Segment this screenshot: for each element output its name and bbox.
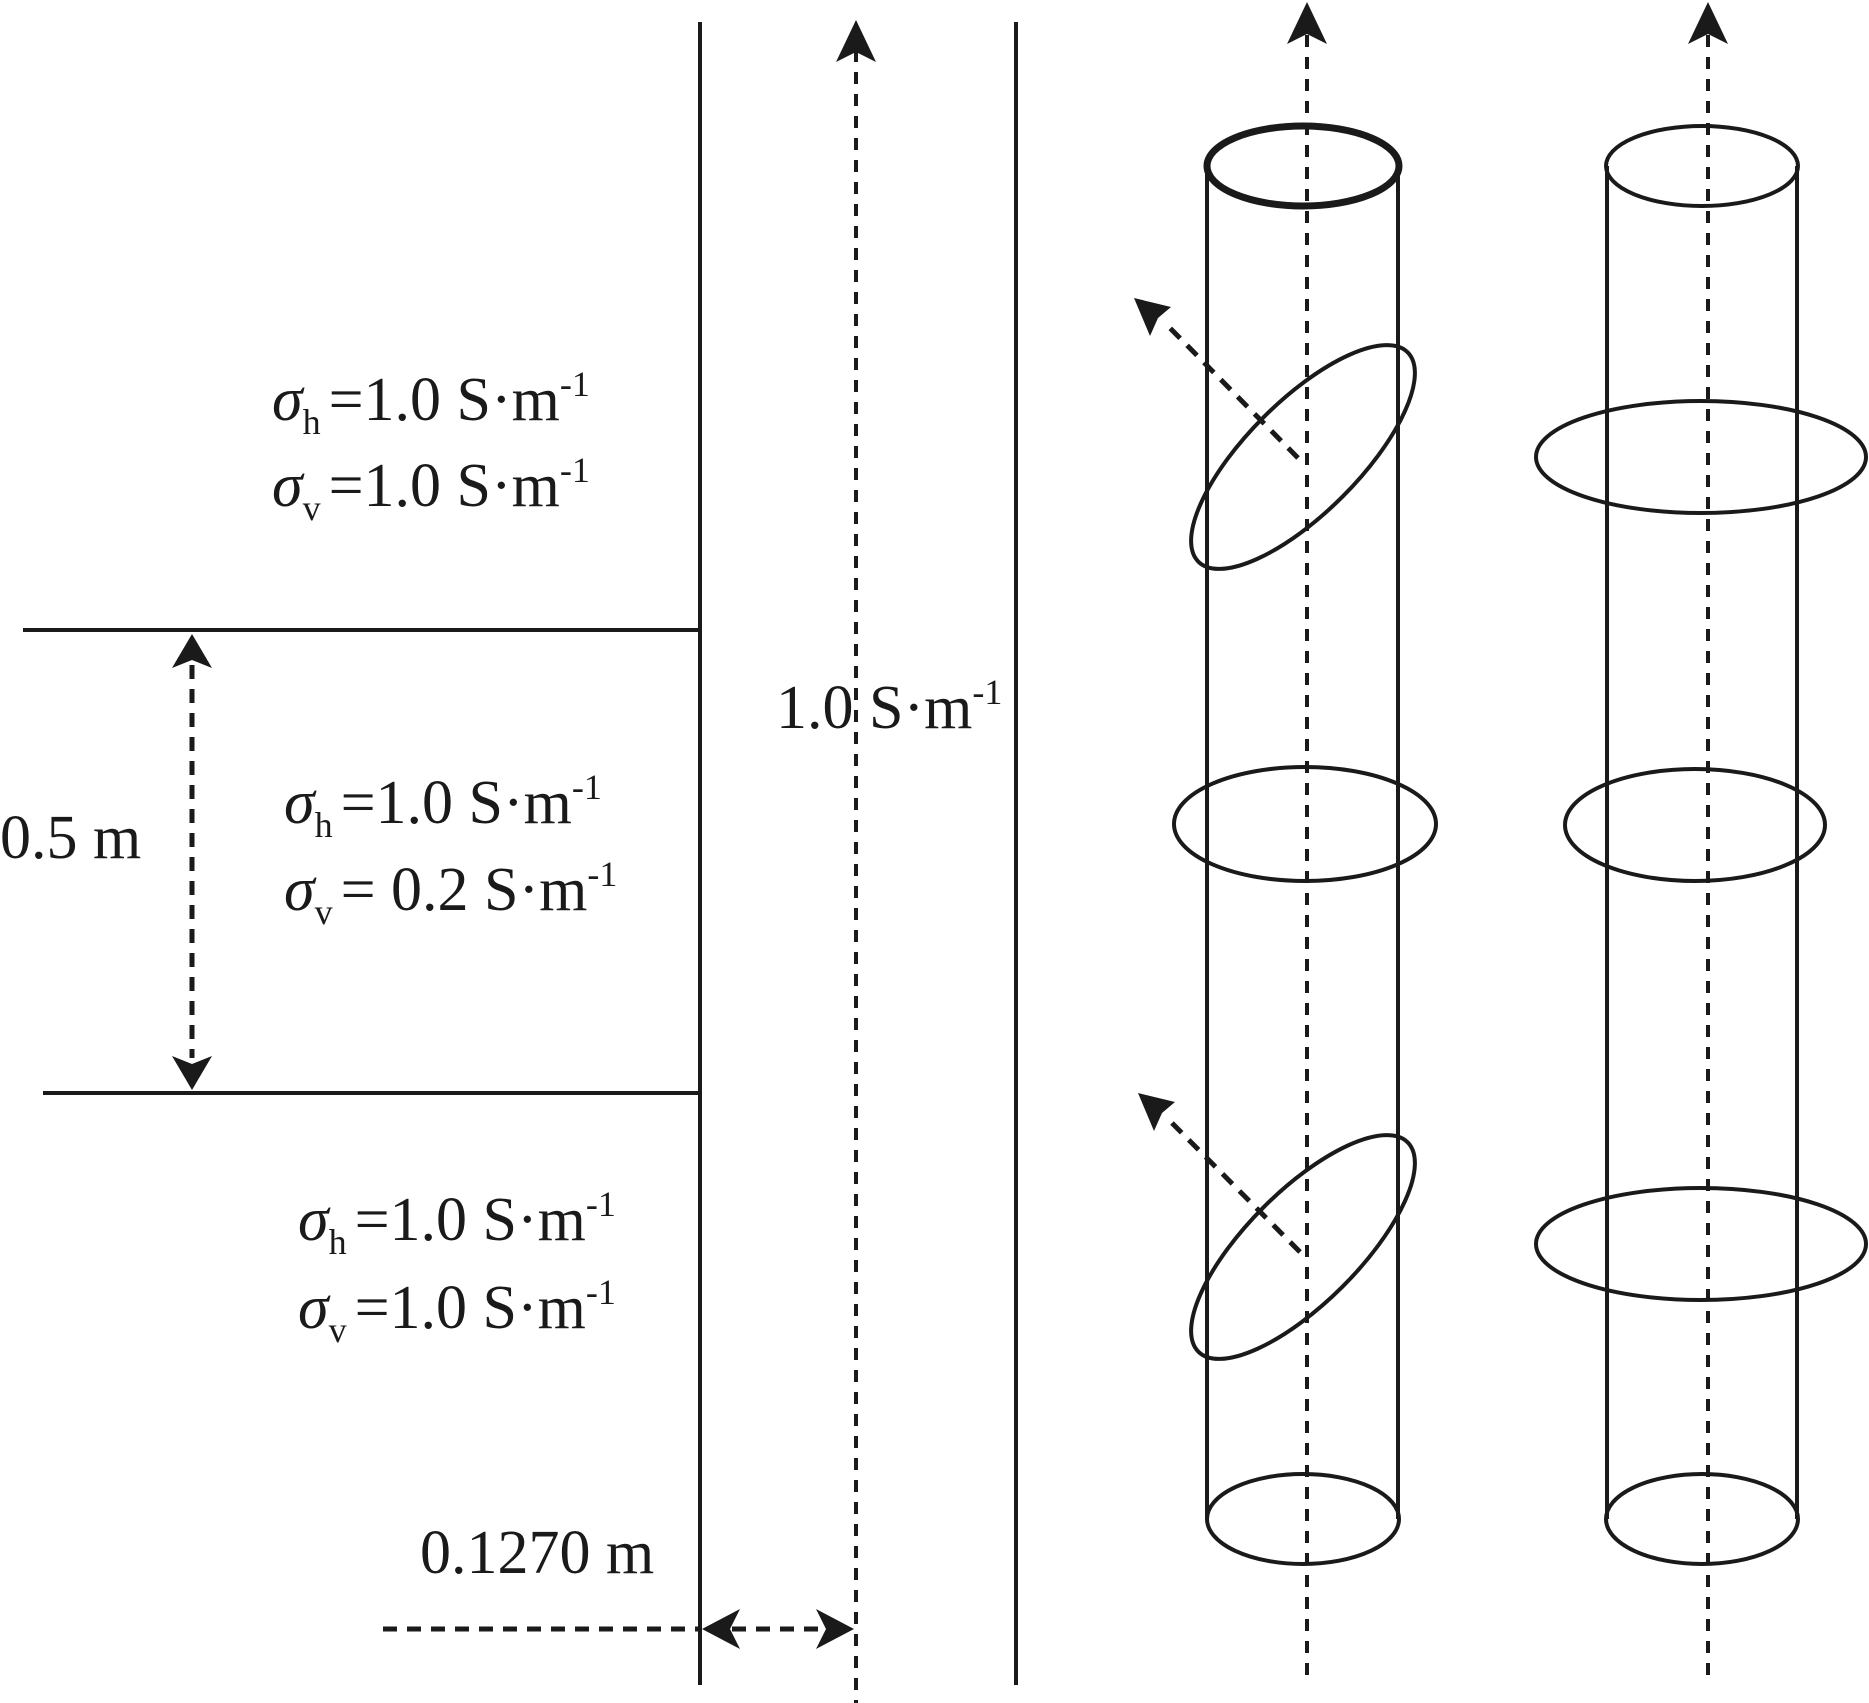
borehole: 1.0 S·m-1 0.1270 m: [383, 20, 1002, 1703]
sigma-symbol: σ: [284, 769, 317, 837]
sigma-subscript: v: [303, 488, 321, 528]
tool-axis-arrowhead: [1688, 2, 1728, 44]
axial-coil-middle: [1172, 765, 1438, 883]
arrowhead-up: [172, 634, 212, 668]
lower-sigma-h: σh=1.0 S·m-1: [298, 1184, 616, 1262]
sigma-subscript: v: [329, 1310, 347, 1350]
middle-sigma-v: σv= 0.2 S·m-1: [284, 854, 617, 932]
sigma-value: =1.0 S·m: [355, 1274, 586, 1342]
sigma-value: = 0.2 S·m: [341, 856, 588, 924]
axial-coil-upper: [1534, 399, 1868, 515]
arrowhead-down: [172, 1056, 212, 1090]
lower-sigma-v: σv=1.0 S·m-1: [298, 1272, 616, 1350]
sigma-subscript: h: [315, 805, 333, 845]
radius-arrowhead-right: [816, 1609, 854, 1649]
middle-sigma-h: σh=1.0 S·m-1: [284, 767, 602, 845]
sigma-subscript: h: [329, 1222, 347, 1262]
tool-top-cap: [1203, 122, 1403, 210]
radius-arrowhead-left: [702, 1609, 740, 1649]
sigma-subscript: h: [303, 402, 321, 442]
sigma-value: =1.0 S·m: [329, 366, 560, 434]
borehole-conductivity-value: 1.0 S·m: [776, 674, 972, 742]
moment-dashed-line: [1170, 1121, 1302, 1254]
borehole-axis-arrowhead: [836, 20, 876, 62]
upper-sigma-v: σv=1.0 S·m-1: [272, 450, 590, 528]
tilted-coil-lower: [1189, 1133, 1417, 1361]
moment-arrowhead: [1138, 1093, 1175, 1131]
unit-exponent: -1: [587, 854, 617, 894]
tilted-coil-upper: [1189, 343, 1417, 571]
tilted-coil-tool: [1134, 2, 1438, 1685]
tool-axis-arrowhead: [1287, 2, 1327, 44]
unit-exponent: -1: [560, 450, 590, 490]
sigma-symbol: σ: [284, 856, 317, 924]
tilted-coil-upper-moment-arrow: [1134, 298, 1300, 460]
axial-coil-lower: [1534, 1186, 1868, 1302]
sigma-value: =1.0 S·m: [341, 769, 572, 837]
layer-thickness-label: 0.5 m: [0, 804, 141, 872]
tool-top-cap: [1604, 124, 1800, 208]
moment-arrowhead: [1134, 298, 1171, 336]
tool-bottom-cap: [1604, 1472, 1800, 1566]
radius-dimension: [383, 1609, 854, 1649]
sigma-symbol: σ: [298, 1274, 331, 1342]
sigma-symbol: σ: [298, 1186, 331, 1254]
unit-exponent: -1: [572, 767, 602, 807]
axial-coil-tool: [1534, 2, 1868, 1685]
borehole-conductivity-label: 1.0 S·m-1: [776, 672, 1002, 742]
sigma-symbol: σ: [272, 452, 305, 520]
moment-dashed-line: [1166, 324, 1300, 460]
unit-exponent: -1: [972, 672, 1002, 712]
sigma-value: =1.0 S·m: [355, 1186, 586, 1254]
tool-bottom-cap: [1205, 1472, 1401, 1566]
upper-sigma-h: σh=1.0 S·m-1: [272, 364, 590, 442]
sigma-symbol: σ: [272, 366, 305, 434]
tilted-coil-lower-moment-arrow: [1138, 1093, 1302, 1254]
sigma-subscript: v: [315, 892, 333, 932]
borehole-radius-label: 0.1270 m: [420, 1519, 654, 1587]
unit-exponent: -1: [586, 1184, 616, 1224]
sigma-value: =1.0 S·m: [329, 452, 560, 520]
unit-exponent: -1: [586, 1272, 616, 1312]
formation-model: 0.5 m σh=1.0 S·m-1 σv=1.0 S·m-1 σh=1.0 S…: [0, 22, 1018, 1685]
layer-thickness-dimension: [172, 634, 212, 1090]
axial-coil-middle: [1563, 767, 1827, 883]
unit-exponent: -1: [560, 364, 590, 404]
